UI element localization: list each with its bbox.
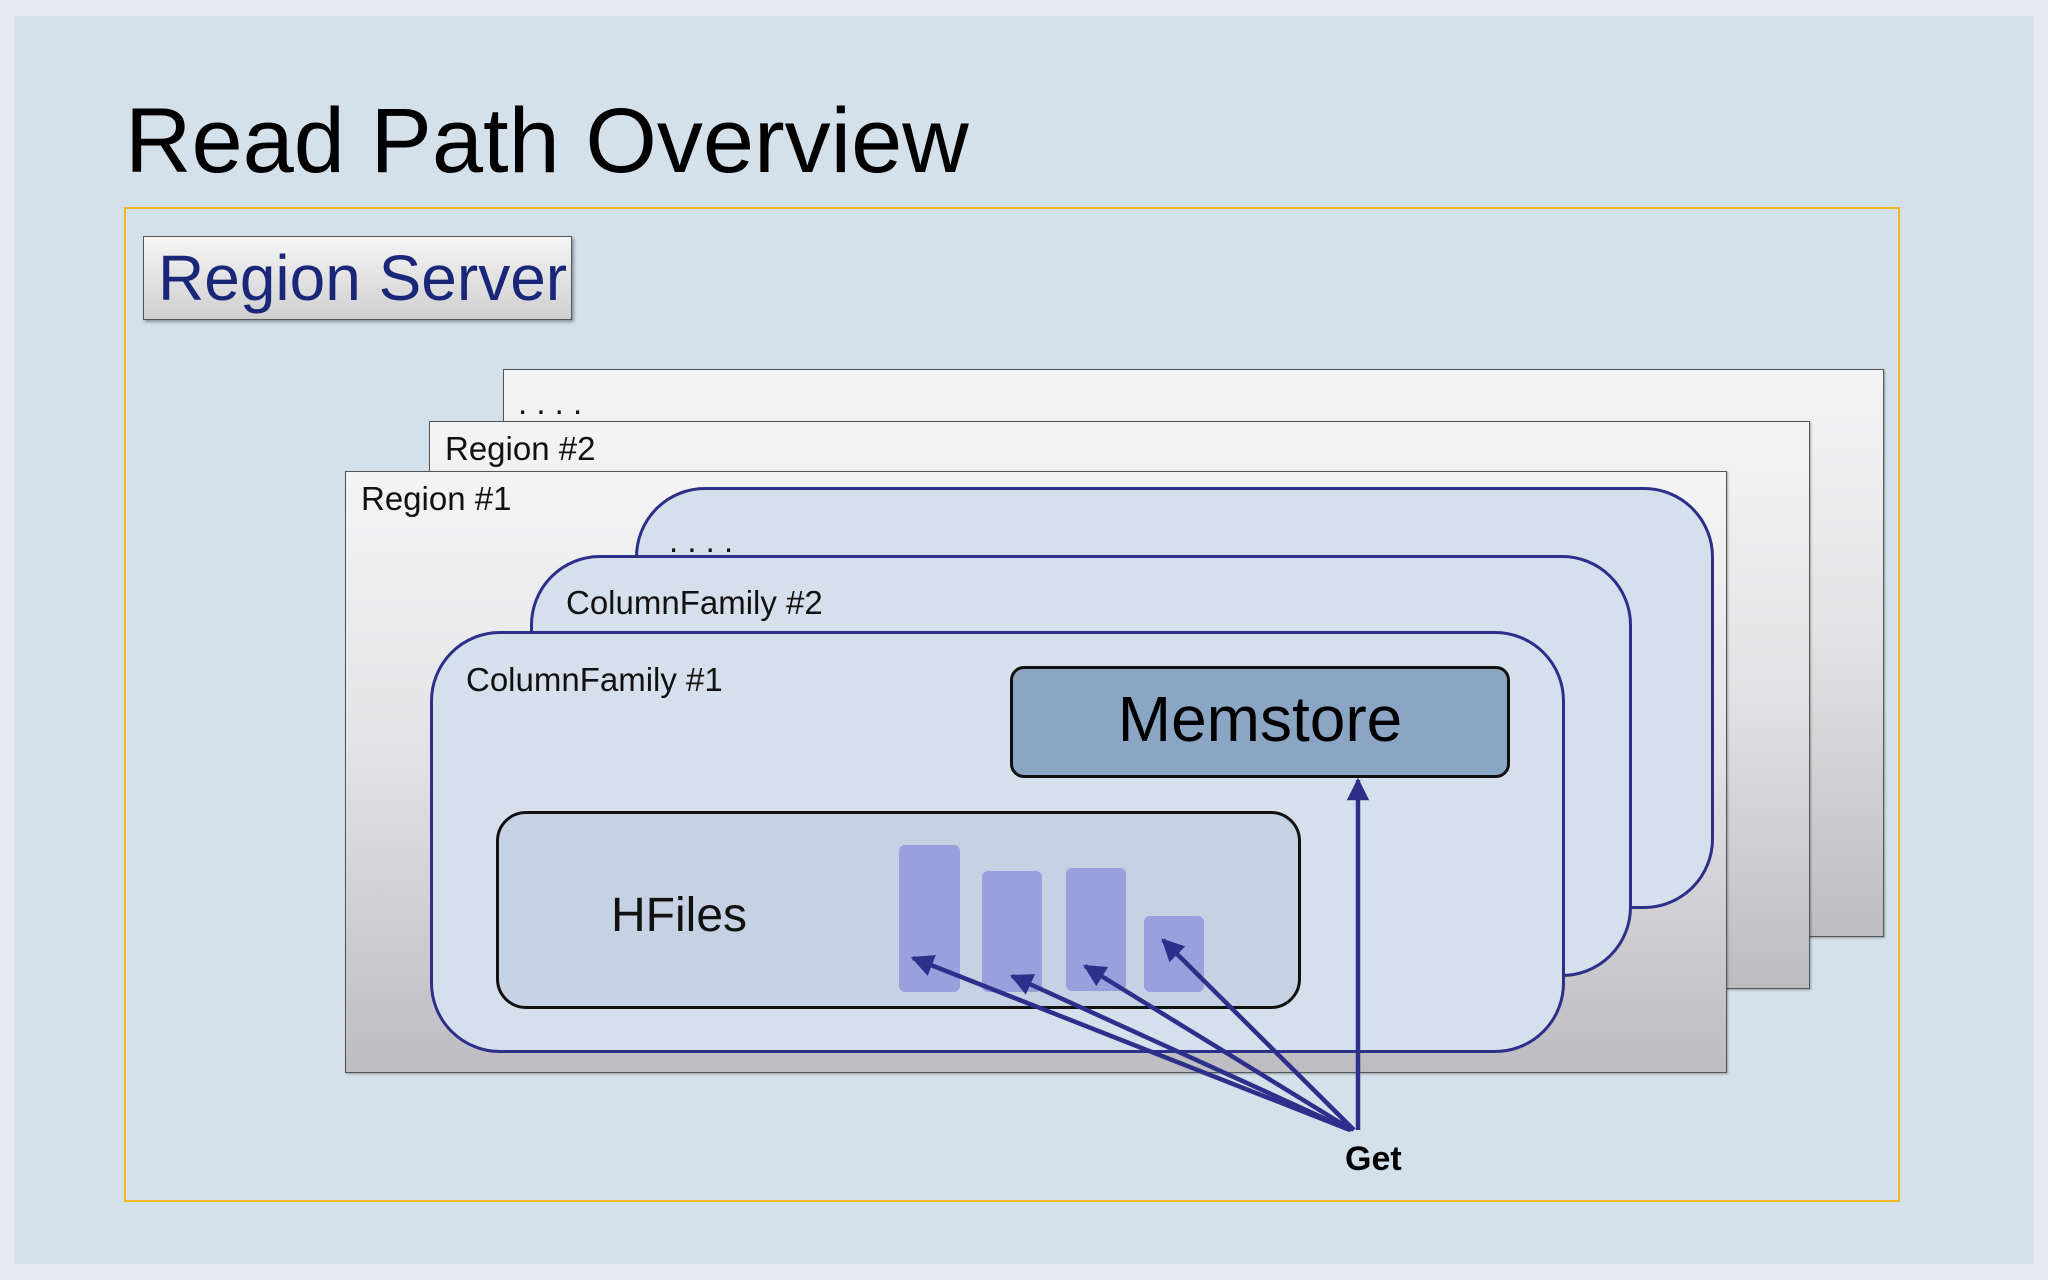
column-family-2-label: ColumnFamily #2 xyxy=(566,584,823,621)
region-server-label: Region Server xyxy=(143,236,572,320)
region-server-boundary xyxy=(124,207,1900,1202)
hfile-bar xyxy=(982,871,1042,992)
column-family-more-label: . . . . xyxy=(669,522,734,559)
region-2-label: Region #2 xyxy=(445,430,596,467)
memstore-box: Memstore xyxy=(1010,666,1510,778)
region-more-label: . . . . xyxy=(518,384,583,421)
hfile-bar xyxy=(899,845,960,992)
hfile-bar xyxy=(1066,868,1126,991)
column-family-1-label: ColumnFamily #1 xyxy=(466,661,723,698)
page-title: Read Path Overview xyxy=(125,90,969,192)
hfile-bar xyxy=(1144,916,1204,992)
hfiles-label: HFiles xyxy=(611,889,748,942)
region-1-label: Region #1 xyxy=(361,480,512,517)
get-label: Get xyxy=(1345,1140,1402,1178)
